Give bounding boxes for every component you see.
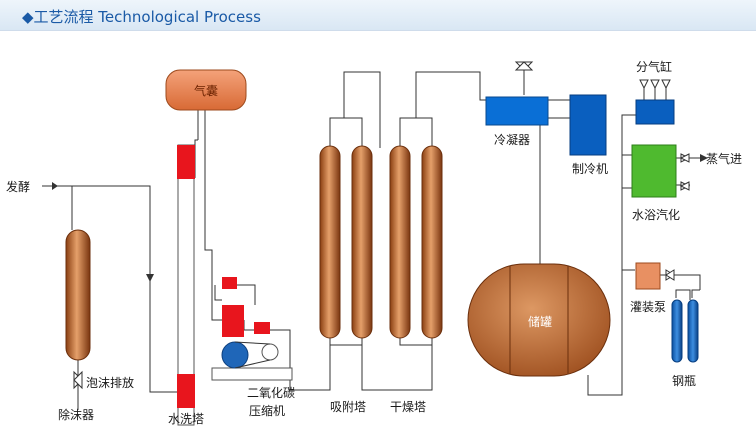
label-condenser: 冷凝器 xyxy=(494,133,531,147)
label-co2-compressor-line1: 二氧化碳 xyxy=(247,386,296,400)
adsorption-tower-2 xyxy=(351,145,373,339)
compressor-base xyxy=(211,367,293,381)
wash-tower-bottom-block xyxy=(177,374,195,408)
compressor-cylinder xyxy=(222,305,244,337)
refrigerator-block xyxy=(569,94,607,156)
water-bath-vaporizer-block xyxy=(631,144,677,198)
page-title: ◆工艺流程 Technological Process xyxy=(22,8,261,26)
steel-cylinder-2 xyxy=(687,299,699,363)
valves xyxy=(73,61,691,390)
filling-pump-block xyxy=(635,262,661,290)
gas-distributor-block xyxy=(635,99,675,125)
label-adsorption-tower: 吸附塔 xyxy=(330,400,367,414)
drying-tower-1 xyxy=(389,145,411,339)
gas-bag-shape xyxy=(165,69,247,111)
label-gas-bag: 气囊 xyxy=(194,84,219,98)
compressor-flywheel xyxy=(261,343,279,361)
label-foam-discharge: 泡沫排放 xyxy=(86,376,135,390)
label-steel-cylinder: 钢瓶 xyxy=(672,374,697,388)
compressor-belt xyxy=(234,341,271,369)
compressor-motor xyxy=(221,341,249,369)
label-refrigerator: 制冷机 xyxy=(572,162,609,176)
storage-tank-shape xyxy=(467,263,611,377)
flow-arrows xyxy=(52,154,708,282)
label-water-bath-vaporizer: 水浴汽化 xyxy=(632,208,681,222)
label-drying-tower: 干燥塔 xyxy=(390,400,427,414)
steel-cylinder-1 xyxy=(671,299,683,363)
drying-tower-2 xyxy=(421,145,443,339)
wash-tower-top-block xyxy=(177,145,195,179)
label-co2-compressor-line2: 压缩机 xyxy=(249,404,286,418)
compressor-cooler xyxy=(254,322,270,334)
title-bar: ◆工艺流程 Technological Process xyxy=(0,0,756,30)
title-divider xyxy=(0,30,756,31)
defoamer-vessel xyxy=(65,229,91,361)
adsorption-tower-1 xyxy=(319,145,341,339)
label-filling-pump: 灌装泵 xyxy=(630,300,667,314)
pipe-lines xyxy=(42,70,701,410)
compressor-valve-block xyxy=(222,277,237,289)
label-fermentation: 发酵 xyxy=(6,180,31,194)
label-storage-tank: 储罐 xyxy=(528,315,553,329)
condenser-block xyxy=(485,96,549,126)
label-gas-distributor: 分气缸 xyxy=(636,60,673,74)
label-defoamer: 除沫器 xyxy=(58,408,95,422)
label-steam-inlet: 蒸气进 xyxy=(706,152,743,166)
label-water-wash-tower: 水洗塔 xyxy=(168,412,205,426)
tank-seams xyxy=(509,266,569,374)
